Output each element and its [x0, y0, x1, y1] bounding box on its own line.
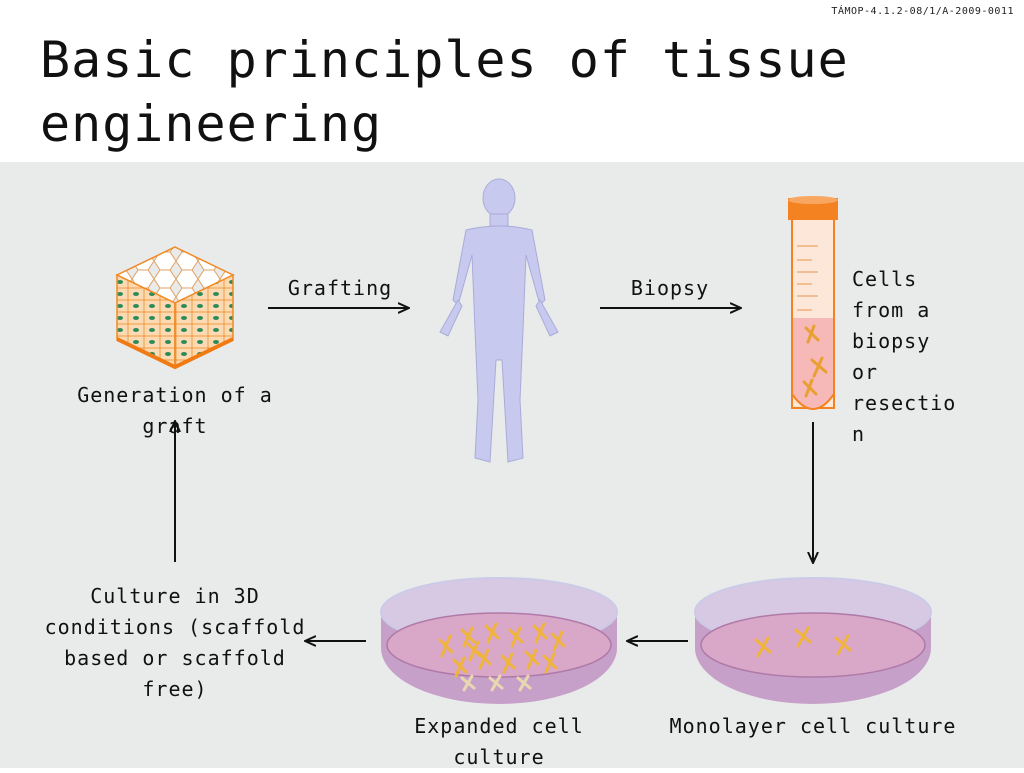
- label-generation-of-graft: Generation of a graft: [77, 383, 286, 438]
- test-tube-icon: [788, 196, 838, 410]
- label-monolayer-culture: Monolayer cell culture: [669, 714, 957, 738]
- tissue-graft-icon: [115, 246, 235, 370]
- expanded-culture-dish-icon: [380, 577, 618, 704]
- label-expanded-culture: Expanded cell culture: [414, 714, 597, 769]
- label-cells-from-biopsy: Cells from a biopsy or resectio n: [852, 267, 957, 446]
- project-code: TÁMOP-4.1.2-08/1/A-2009-0011: [831, 6, 1014, 17]
- label-culture-3d: Culture in 3D conditions (scaffold based…: [44, 584, 319, 701]
- human-body-icon: [439, 178, 559, 463]
- page-title: Basic principles of tissue engineering: [40, 31, 849, 153]
- label-grafting: Grafting: [287, 276, 393, 300]
- monolayer-culture-dish-icon: [694, 577, 932, 704]
- label-biopsy: Biopsy: [630, 276, 710, 300]
